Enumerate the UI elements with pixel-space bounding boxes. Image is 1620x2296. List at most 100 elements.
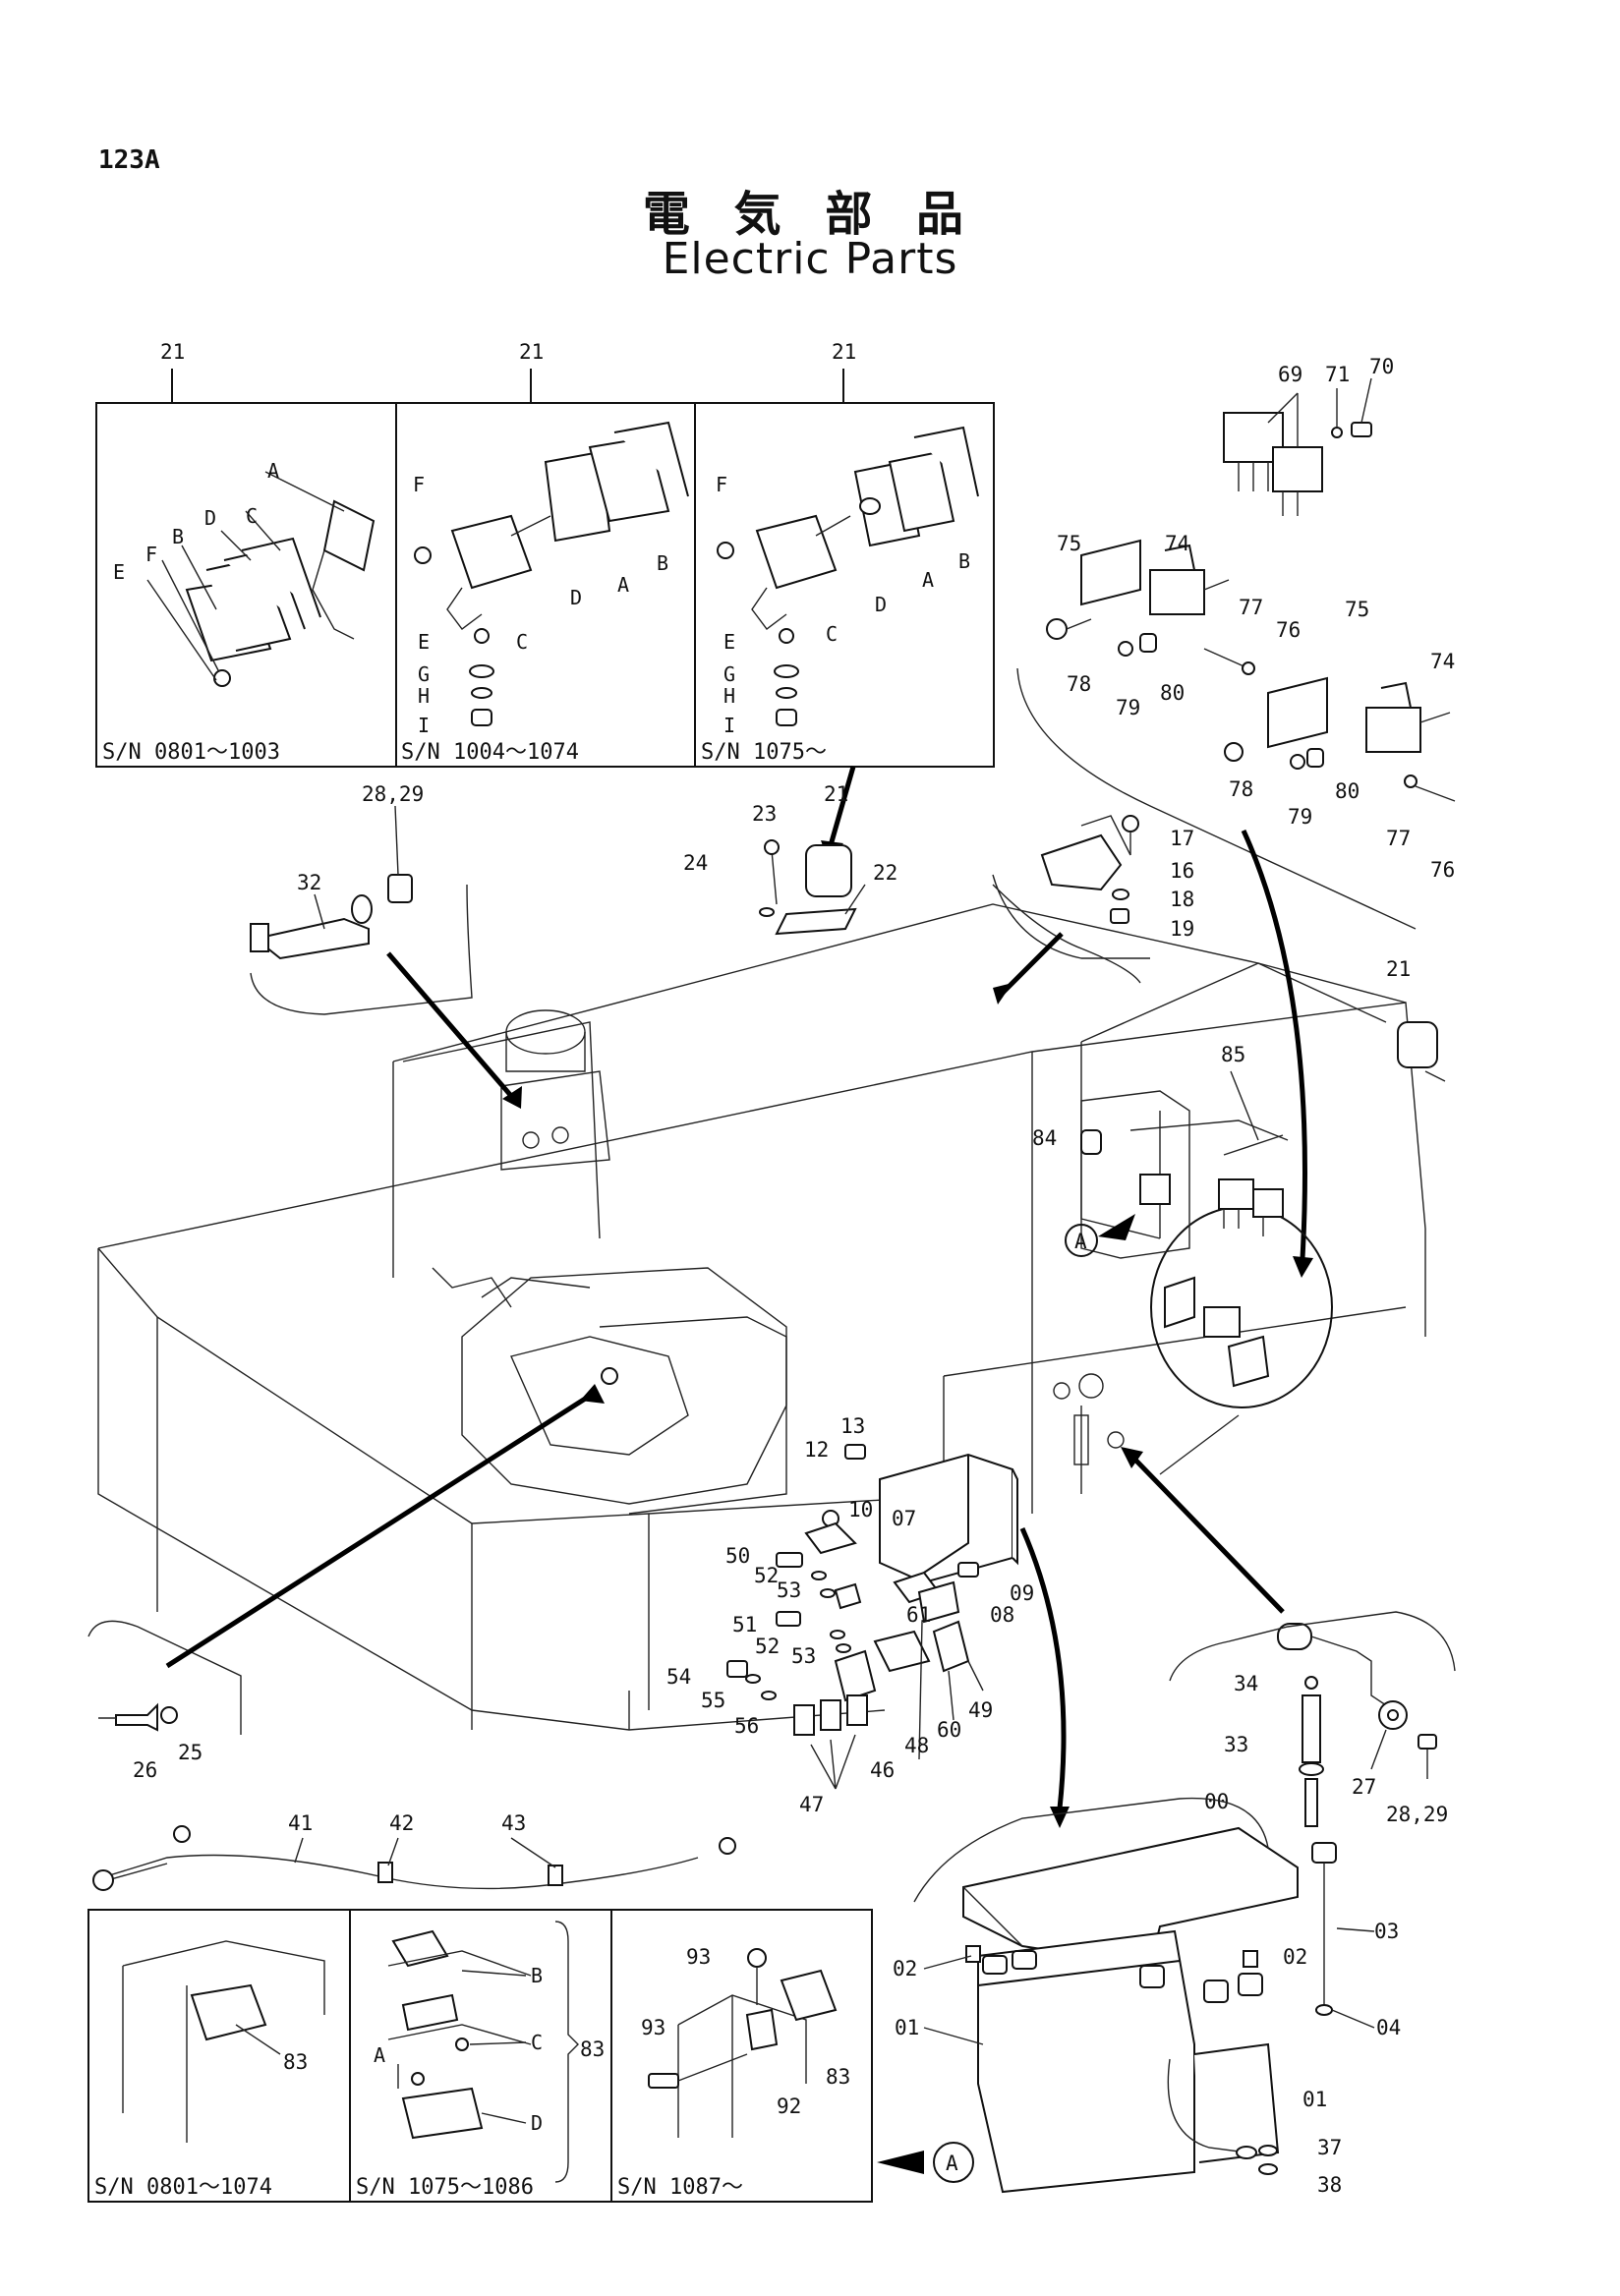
callout-a-label: A <box>1074 1230 1087 1253</box>
label-83: 83 <box>580 2038 605 2061</box>
label-50: 50 <box>725 1544 750 1568</box>
label-54: 54 <box>666 1665 691 1689</box>
letter-b: B <box>657 551 668 575</box>
connector-32 <box>250 805 413 960</box>
label-83: 83 <box>826 2065 850 2089</box>
letter-g: G <box>723 662 735 686</box>
label-03: 03 <box>1374 1920 1399 1943</box>
arrow-sensor <box>165 1393 592 1669</box>
callout-a-top: A <box>1065 1214 1135 1257</box>
label-52: 52 <box>755 1635 780 1658</box>
label-71: 71 <box>1325 363 1350 386</box>
label-13: 13 <box>840 1414 865 1438</box>
label-41: 41 <box>288 1811 313 1835</box>
label-23: 23 <box>752 802 777 826</box>
label-76: 76 <box>1276 618 1301 642</box>
relay-box-center <box>726 1444 1018 1790</box>
label-51: 51 <box>732 1613 757 1636</box>
label-60: 60 <box>937 1718 961 1742</box>
page-number: 123A <box>98 145 160 175</box>
letter-c: C <box>531 2031 543 2054</box>
relay-zoom-bubble <box>1150 1178 1333 1408</box>
arrowhead <box>580 1384 605 1404</box>
letter-c: C <box>826 622 838 646</box>
label-74: 74 <box>1430 650 1455 673</box>
serial-range-conn-2: S/N 1075～1086 <box>356 2175 534 2200</box>
sensor-26 <box>98 1702 178 1732</box>
label-93: 93 <box>641 2016 665 2039</box>
label-28-29: 28,29 <box>1386 1803 1448 1826</box>
serial-range-conn-3: S/N 1087～ <box>617 2175 743 2200</box>
label-69: 69 <box>1278 363 1302 386</box>
serial-range-conn-1: S/N 0801～1074 <box>94 2175 272 2200</box>
label-79: 79 <box>1288 805 1312 829</box>
arrowhead <box>1293 1256 1313 1278</box>
label-53: 53 <box>791 1644 816 1668</box>
letter-f: F <box>716 473 727 496</box>
label-70: 70 <box>1369 355 1394 378</box>
letter-f: F <box>145 543 157 566</box>
letter-a: A <box>617 573 629 597</box>
label-27: 27 <box>1352 1775 1376 1799</box>
label-01: 01 <box>1302 2088 1327 2111</box>
label-12: 12 <box>804 1438 829 1462</box>
label-22: 22 <box>873 861 897 885</box>
label-16: 16 <box>1170 859 1194 883</box>
arrow-battery <box>1019 1526 1067 1809</box>
label-38: 38 <box>1317 2173 1342 2197</box>
letter-e: E <box>723 630 735 654</box>
label-61: 61 <box>906 1603 931 1627</box>
letter-e: E <box>418 630 430 654</box>
letter-f: F <box>413 473 425 496</box>
arrow-connector <box>386 951 513 1098</box>
label-07: 07 <box>892 1507 916 1530</box>
label-53: 53 <box>777 1578 801 1602</box>
label-02: 02 <box>1283 1945 1307 1969</box>
label-17: 17 <box>1170 827 1194 850</box>
label-02: 02 <box>893 1957 917 1980</box>
serial-range-lamp-1: S/N 0801～1003 <box>102 740 280 765</box>
label-79: 79 <box>1116 696 1140 719</box>
relay-assembly <box>1223 377 1372 516</box>
letter-h: H <box>418 684 430 708</box>
letter-d: D <box>531 2111 543 2135</box>
letter-d: D <box>570 586 582 609</box>
label-47: 47 <box>799 1793 824 1816</box>
relay-box <box>1080 1090 1289 1259</box>
title-english: Electric Parts <box>662 234 958 284</box>
label-21-b: 21 <box>519 340 544 364</box>
label-21-a: 21 <box>160 340 185 364</box>
label-75: 75 <box>1057 532 1081 555</box>
sensor-mount <box>601 1367 618 1385</box>
work-lamp-late <box>717 426 979 726</box>
callout-a-label: A <box>946 2152 958 2175</box>
arrowhead <box>1050 1807 1070 1828</box>
letter-a: A <box>374 2043 385 2067</box>
arrowhead <box>502 1086 522 1109</box>
label-52: 52 <box>754 1564 779 1587</box>
label-34: 34 <box>1234 1672 1258 1695</box>
letter-c: C <box>246 504 258 528</box>
arrow-lamp <box>828 766 856 846</box>
label-49: 49 <box>968 1698 993 1722</box>
label-42: 42 <box>389 1811 414 1835</box>
label-78: 78 <box>1229 777 1253 801</box>
label-01: 01 <box>895 2016 919 2039</box>
label-56: 56 <box>734 1714 759 1738</box>
letter-d: D <box>204 506 216 530</box>
label-85: 85 <box>1221 1043 1245 1066</box>
label-93: 93 <box>686 1945 711 1969</box>
work-lamp-mid <box>414 421 689 726</box>
label-28-29: 28,29 <box>362 782 424 806</box>
label-37: 37 <box>1317 2136 1342 2159</box>
arrowhead <box>993 983 1012 1004</box>
letter-b: B <box>172 525 184 548</box>
label-77: 77 <box>1386 827 1411 850</box>
letter-a: A <box>267 459 279 483</box>
label-33: 33 <box>1224 1733 1248 1756</box>
label-76: 76 <box>1430 858 1455 882</box>
fuel-sender <box>1277 1623 1437 1827</box>
label-19: 19 <box>1170 917 1194 941</box>
